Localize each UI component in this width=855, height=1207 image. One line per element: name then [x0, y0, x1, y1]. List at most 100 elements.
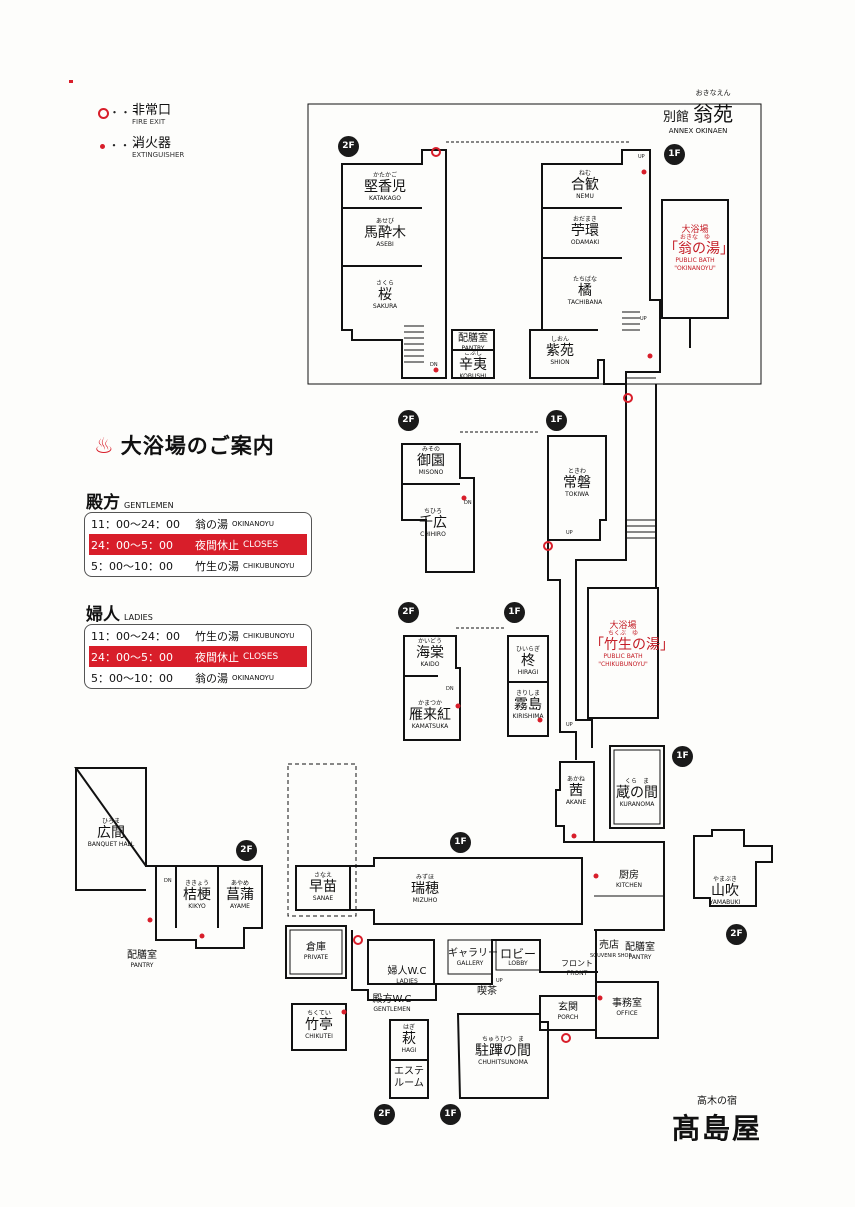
room-name: 婦人W.C [387, 966, 427, 977]
stairs-down-marker: DN [464, 500, 472, 506]
room-name: 桔梗 [183, 887, 211, 903]
room-ruby: たちばな [572, 276, 597, 283]
room-en: KATAKAGO [369, 195, 401, 202]
room-en: SHION [550, 359, 570, 366]
room-name: 海棠 [416, 645, 444, 661]
schedule-bath-en: CLOSES [243, 539, 279, 550]
room-ruby: ききょう [184, 880, 209, 887]
annex-2f-wing [341, 149, 447, 379]
stairs-up-marker: UP [638, 154, 645, 160]
misono-block [401, 443, 475, 573]
room-en: TOKIWA [565, 491, 589, 498]
stairs-up-marker: UP [566, 530, 573, 536]
room-ruby: ときわ [567, 468, 586, 475]
room-ruby: ひろま [101, 818, 120, 825]
room-ruby: さくら [375, 280, 394, 287]
room-en: PUBLIC BATH [603, 653, 643, 660]
bath-guide-title-text: 大浴場のご案内 [120, 434, 275, 458]
room-name: 売店 [599, 940, 619, 951]
ladies-wc [367, 939, 435, 985]
room-ruby: ひいらぎ [515, 646, 540, 653]
room-en: OFFICE [616, 1010, 638, 1017]
schedule-time: 11：00〜24：00 [91, 629, 180, 643]
room-en: PRIVATE [303, 954, 329, 961]
floor-badge-2f: 2F [726, 924, 747, 945]
room-ruby: ちゅうひつ ま [481, 1036, 524, 1043]
brand-logo: 高木の宿 髙島屋 [672, 1092, 762, 1147]
room-en: PANTRY [628, 954, 652, 961]
floor-badge-1f: 1F [440, 1104, 461, 1125]
room-name: ギャラリー [448, 948, 498, 959]
brand-name: 髙島屋 [672, 1112, 763, 1145]
room-en2: "OKINANOYU" [674, 265, 716, 272]
room-en: PUBLIC BATH [675, 257, 715, 264]
room-en: AKANE [565, 799, 587, 806]
room-en: AYAME [230, 903, 250, 910]
room-name: 蔵の間 [616, 785, 658, 801]
room-name: 竹亭 [305, 1017, 333, 1033]
room-en: HAGI [401, 1047, 417, 1054]
room-ruby: かたかご [372, 172, 397, 179]
room-ruby: やまぶき [712, 876, 737, 883]
room-name: 雁来紅 [409, 707, 451, 723]
room-en: KURANOMA [619, 801, 655, 808]
room-en: KAMATSUKA [411, 723, 449, 730]
legend-dots: ・・・ [108, 139, 142, 152]
room-name: 厨房 [619, 870, 639, 881]
room-kissa: 喫茶 [472, 986, 502, 998]
fire-exit-icon [561, 1033, 571, 1043]
room-en: PORCH [557, 1014, 579, 1021]
room-name: 広間 [97, 825, 125, 841]
room-name: 配膳室 [625, 942, 655, 953]
floor-badge-1f: 1F [450, 832, 471, 853]
room-name: 桜 [378, 287, 392, 303]
room-ruby: はぎ [402, 1024, 415, 1031]
room-name: 御園 [417, 453, 445, 469]
room-en: ASEBI [376, 241, 394, 248]
private-block [285, 925, 347, 979]
stairs-up-marker: UP [640, 316, 647, 322]
annex-title: おきなえん 別館 翁苑 ANNEX OKINAEN [663, 88, 733, 135]
room-ruby: おだまき [573, 216, 597, 223]
room-okinanoyu: 大浴場おきな ゆ「翁の湯」PUBLIC BATH"OKINANOYU" [664, 226, 734, 273]
room-en: SAKURA [372, 303, 398, 310]
room-chikubunoyu: 大浴場ちくぶ ゆ「竹生の湯」PUBLIC BATH"CHIKUBUNOYU" [590, 622, 674, 669]
fire-exit-icon [623, 393, 633, 403]
room-en: TACHIBANA [567, 299, 603, 306]
ladies-heading-en: LADIES [124, 613, 153, 622]
room-ruby: ちひろ [423, 508, 442, 515]
stairs-up-marker: UP [496, 978, 503, 984]
schedule-time: 5：00〜10：00 [91, 671, 173, 685]
corner-mark [69, 80, 73, 83]
room-name: 配膳室 [127, 950, 157, 961]
schedule-bath-en: CHIKUBUNOYU [243, 561, 295, 570]
schedule-time: 24：00〜5：00 [91, 650, 173, 664]
room-en: ODAMAKI [570, 239, 600, 246]
room-ruby: おきな ゆ [679, 234, 710, 241]
room-name: 萩 [402, 1031, 416, 1047]
